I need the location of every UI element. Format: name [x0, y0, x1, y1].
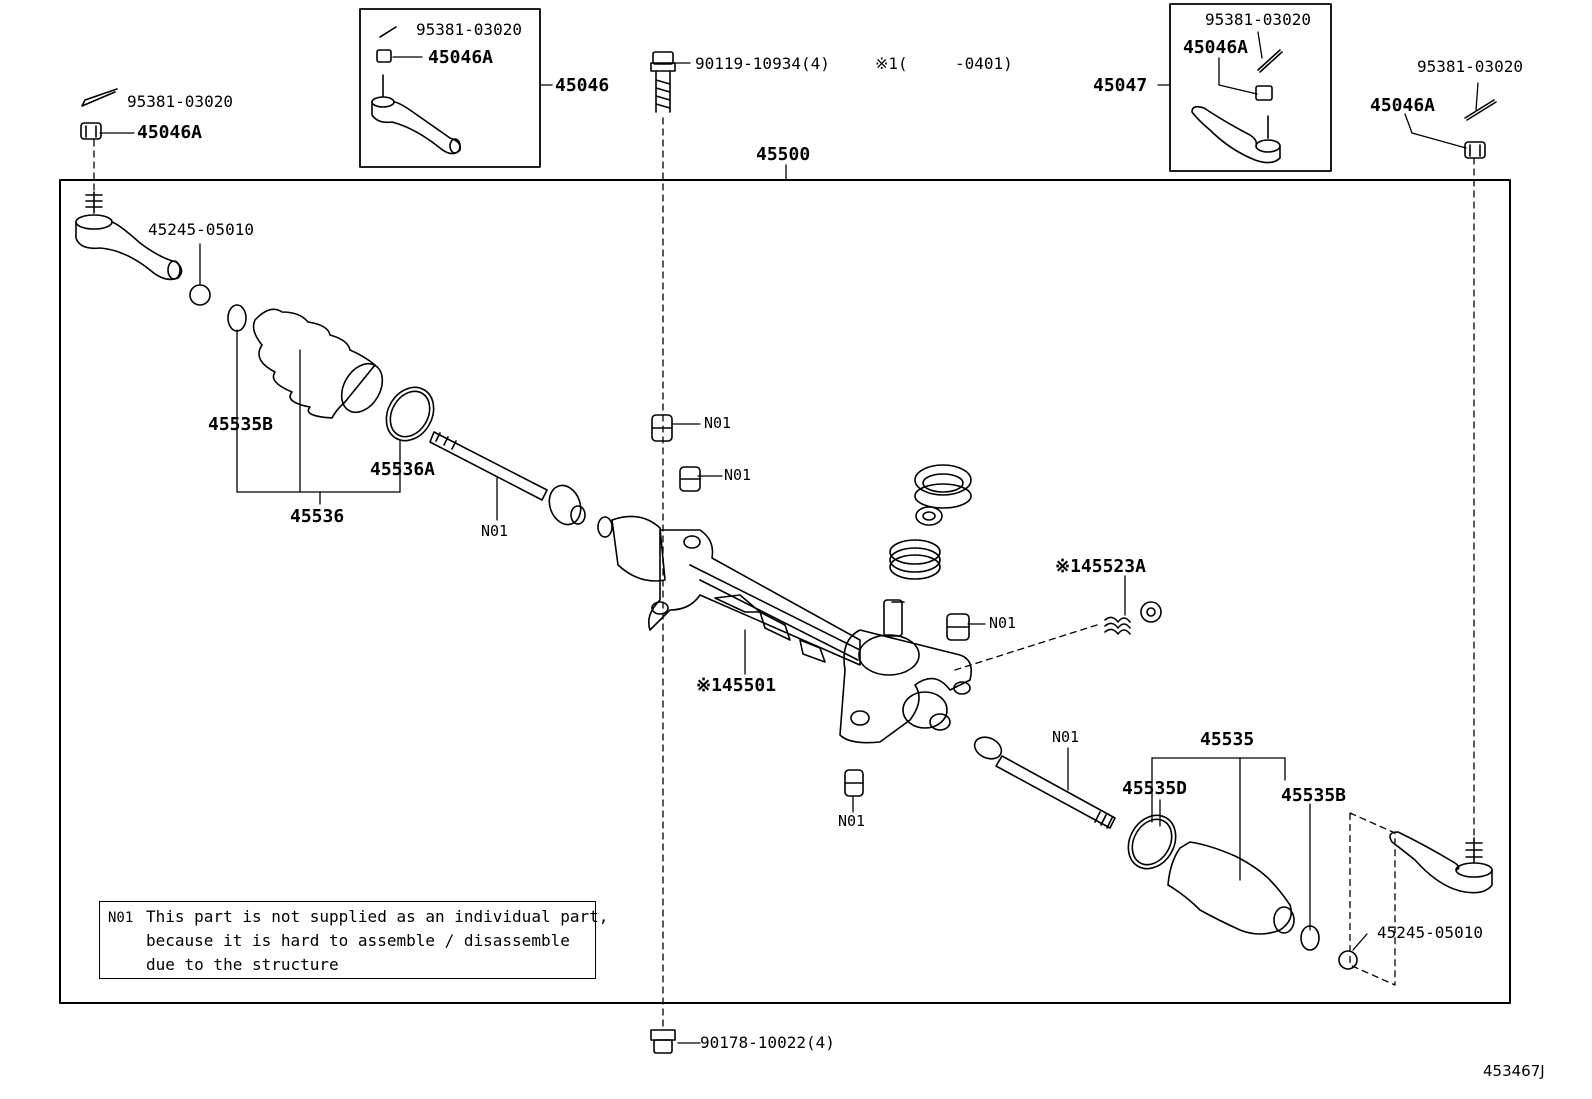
label-spring: ※145523A: [1055, 556, 1146, 577]
note-line-3: due to the structure: [146, 955, 339, 974]
label-lock-nut-right: 45245-05010: [1377, 923, 1483, 942]
label-boot-clamp-right: 45535D: [1122, 778, 1188, 799]
label-nut-box-right: 45046A: [1183, 37, 1249, 58]
label-lock-nut-left: 45245-05010: [148, 220, 254, 239]
label-inner-rod-right: N01: [1052, 728, 1080, 746]
rack-guide-spring: [1104, 601, 1162, 635]
castle-nuts: [80, 49, 1486, 159]
label-tie-rod-end-rh: 45047: [1093, 75, 1148, 96]
label-bushing-lower: N01: [838, 812, 866, 830]
leader-lines: [99, 31, 1479, 1044]
note-code: N01: [108, 910, 134, 926]
label-nut-top-left: 45046A: [137, 122, 203, 143]
label-note-1-range: -0401): [955, 54, 1013, 73]
label-bushing-upper-1: N01: [704, 414, 732, 432]
figure-id: 453467J: [1483, 1062, 1545, 1080]
label-nut-top-right: 45046A: [1370, 95, 1436, 116]
boot-left: [227, 304, 435, 442]
pinion-seal: [915, 506, 943, 526]
label-cotter-pin-top-right: 95381-03020: [1417, 57, 1523, 76]
pinion-nut: [914, 464, 972, 509]
label-boot-clip-right: 45535B: [1281, 785, 1347, 806]
label-boot-kit-left: 45536: [290, 506, 345, 527]
lock-nut-left: [189, 284, 211, 306]
label-boot-clamp-left: 45536A: [370, 459, 436, 480]
tie-rod-end-rh-box: [1169, 3, 1332, 172]
rack-housing: [597, 515, 973, 744]
label-inner-rod-left: N01: [481, 522, 509, 540]
label-rack-housing: ※145501: [696, 675, 777, 696]
tie-rod-end-lh-inset: [371, 74, 462, 155]
inner-rod-right: [973, 736, 1116, 829]
note-line-1: This part is not supplied as an individu…: [146, 907, 609, 926]
label-cotter-pin-box-right: 95381-03020: [1205, 10, 1311, 29]
bushings: [651, 414, 970, 797]
pinion-plug: [889, 539, 941, 580]
note-line-2: because it is hard to assemble / disasse…: [146, 931, 570, 950]
label-bushing-right: N01: [989, 614, 1017, 632]
boot-right: [1127, 814, 1320, 951]
inner-rod-left: [429, 431, 586, 526]
label-cotter-pin-top-left: 95381-03020: [127, 92, 233, 111]
label-gear-assy: 45500: [756, 144, 811, 165]
label-note-1-code: ※1(: [875, 54, 908, 73]
label-boot-kit-right: 45535: [1200, 729, 1255, 750]
label-bolt: 90119-10934(4): [695, 54, 830, 73]
label-boot-clip-left: 45535B: [208, 414, 274, 435]
lock-nut-right: [1338, 950, 1358, 970]
label-cotter-pin-box-left: 95381-03020: [416, 20, 522, 39]
tie-rod-end-lh: [75, 191, 183, 281]
nut-90178: [650, 1029, 676, 1054]
bolt-90119: [650, 51, 676, 113]
tie-rod-end-rh-inset: [1191, 105, 1281, 164]
label-nut-bottom: 90178-10022(4): [700, 1033, 835, 1052]
tie-rod-end-lh-box: [359, 8, 541, 168]
label-bushing-upper-2: N01: [724, 466, 752, 484]
alignment-dashes: [93, 117, 1475, 1031]
cotter-pins: [81, 26, 1497, 121]
tie-rod-end-rh: [1389, 831, 1493, 894]
assembly-frame: [59, 179, 1511, 1004]
n01-note-box: N01 This part is not supplied as an indi…: [99, 901, 608, 979]
label-nut-box-left: 45046A: [428, 47, 494, 68]
label-tie-rod-end-lh: 45046: [555, 75, 610, 96]
